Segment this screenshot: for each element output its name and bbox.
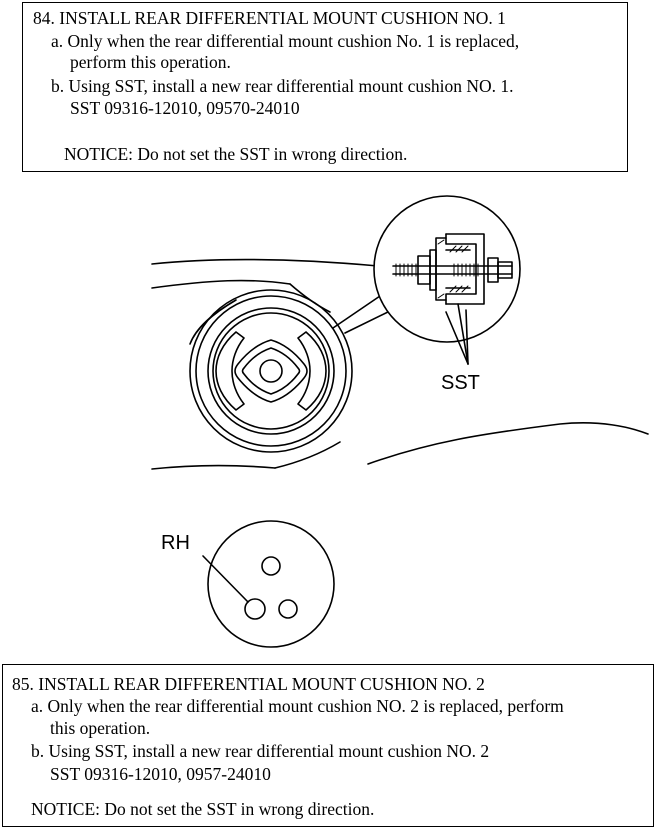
step-84-item-b-line2: SST 09316-12010, 09570-24010 [70,98,300,118]
step-85-box: 85. INSTALL REAR DIFFERENTIAL MOUNT CUSH… [2,664,654,827]
step-85-notice: NOTICE: Do not set the SST in wrong dire… [31,799,375,819]
step-85-title: 85. INSTALL REAR DIFFERENTIAL MOUNT CUSH… [12,674,485,694]
rh-label: RH [161,532,190,554]
sst-label: SST [441,372,480,394]
sst-detail-magnifier [373,195,521,343]
magnifier-leader-top [332,295,381,329]
sst-leader-1 [445,311,469,365]
sst-leader-3 [465,309,469,365]
sst-leader-2 [457,303,469,365]
step-85-item-b-line2: SST 09316-12010, 0957-24010 [50,764,271,784]
step-84-item-a-line2: perform this operation. [70,52,231,72]
differential-body-outline [151,258,649,470]
step-85-item-a-line1: a. Only when the rear differential mount… [31,696,564,716]
step-85-item-b-line1: b. Using SST, install a new rear differe… [31,741,490,761]
step-84-item-a-line1: a. Only when the rear differential mount… [51,31,520,51]
step-84-notice: NOTICE: Do not set the SST in wrong dire… [64,144,408,164]
mount-cushion-illustration: SST RH [0,172,656,664]
magnifier-leader-bottom [344,310,391,334]
step-84-item-b-line1: b. Using SST, install a new rear differe… [51,76,514,96]
rh-cushion-view [202,520,335,648]
step-84-title: 84. INSTALL REAR DIFFERENTIAL MOUNT CUSH… [33,8,506,28]
mount-cushion-front-view [189,289,353,453]
rh-leader-line [202,555,249,603]
step-84-box: 84. INSTALL REAR DIFFERENTIAL MOUNT CUSH… [22,2,628,172]
step-85-item-a-line2: this operation. [50,718,151,738]
